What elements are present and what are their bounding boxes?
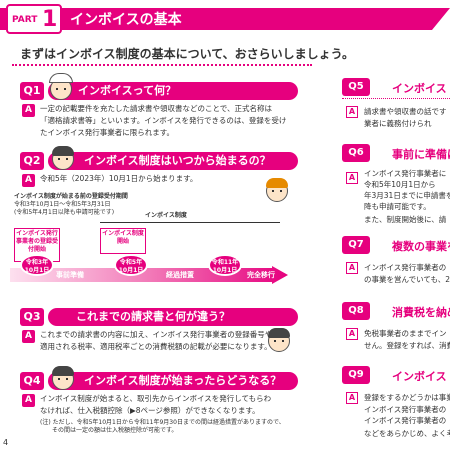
q8-title: 消費税を納め — [392, 306, 450, 319]
q8-line: せん。登録をすれば、消費 — [364, 341, 450, 350]
q5-rule — [342, 98, 450, 99]
q7-line: インボイス発行事業者の — [364, 263, 447, 272]
q1-answer-line: 一定の記載要件を充たした請求書や領収書などのことで、正式名称は — [40, 104, 272, 113]
q1-question: インボイスって何？ — [48, 82, 298, 100]
woman-avatar-icon — [52, 146, 74, 170]
q1-tag: Q1 — [20, 82, 44, 100]
q4-note-line: その間は一定の額は仕入税額控除が可能です。 — [40, 427, 178, 434]
q4-tag: Q4 — [20, 372, 44, 390]
q9-answer-tag: A — [346, 392, 358, 404]
date-r5: 令和5年10月1日 — [114, 254, 148, 276]
intro-text: まずはインボイス制度の基本について、おさらいしましょう。 — [20, 47, 354, 61]
q5-line: 請求書や領収書の話です — [364, 107, 447, 116]
q6-line: また、制度開始後に、請 — [364, 215, 447, 224]
q6-line: 年3月31日までに申請書を — [364, 191, 450, 200]
q7-answer-tag: A — [346, 262, 358, 274]
q5-line: 業者に義務付けられ — [364, 119, 432, 128]
woman-avatar-icon — [52, 366, 74, 390]
date-r3: 令和3年10月1日 — [20, 254, 54, 276]
date-r11: 令和11年10月1日 — [208, 254, 242, 276]
q1-answer-line: 「適格請求書等」といいます。インボイスを発行できるのは、登録を受け — [40, 116, 287, 125]
q2-answer: 令和5年（2023年）10月1日から始まります。 — [40, 173, 300, 185]
q5-tag: Q5 — [342, 78, 370, 96]
q1-answer: 一定の記載要件を充たした請求書や領収書などのことで、正式名称は 「適格請求書等」… — [40, 103, 300, 139]
system-label: インボイス制度 — [145, 212, 187, 219]
q4-question: インボイス制度が始まったらどうなる？ — [48, 372, 298, 390]
stage-prep: 事前準備 — [56, 271, 84, 279]
right-column: Q5 インボイス A 請求書や領収書の話です 業者に義務付けられ Q6 事前に準… — [342, 40, 450, 450]
q6-line: 令和5年10月1日から — [364, 180, 436, 189]
q4-note: (注) ただし、令和5年10月1日から令和11年9月30日までの間は経過措置があ… — [40, 419, 300, 435]
q2-question: インボイス制度はいつから始まるの？ — [48, 152, 298, 170]
q6-line: 降も申請可能です。 — [364, 202, 431, 211]
page-title: インボイスの基本 — [70, 12, 182, 28]
q4-answer: インボイス制度が始まると、取引先からインボイスを発行してもらわ なければ、仕入税… — [40, 393, 300, 417]
q3-question: これまでの請求書と何が違う？ — [48, 308, 298, 326]
q4-note-line: (注) ただし、令和5年10月1日から令和11年9月30日までの間は経過措置があ… — [40, 419, 285, 426]
q2-answer-tag: A — [22, 174, 35, 187]
q1-answer-tag: A — [22, 104, 35, 117]
part-number: 1 — [42, 7, 58, 32]
timeline-period-note: (令和5年4月1日以降も申請可能です) — [14, 209, 115, 216]
q9-line: インボイス発行事業者の — [364, 416, 447, 425]
system-span-line — [100, 222, 280, 223]
q3-answer-line: 適用される税率、適用税率ごとの消費税額の記載が必要になります。 — [40, 342, 272, 351]
q8-answer-tag: A — [346, 328, 358, 340]
q4-answer-line: インボイス制度が始まると、取引先からインボイスを発行してもらわ — [40, 394, 272, 403]
q6-line: インボイス発行事業者に — [364, 169, 447, 178]
header-bar — [0, 8, 450, 30]
q9-title: インボイス — [392, 370, 447, 383]
q3-answer-tag: A — [22, 330, 35, 343]
q7-line: の事業を営んでいても、2店 — [364, 275, 450, 284]
callout-start: インボイス制度開始 — [100, 228, 146, 254]
q1-answer-line: たインボイス発行事業者に限られます。 — [40, 128, 175, 137]
q3-answer-line: これまでの請求書の内容に加え、インボイス発行事業者の登録番号や — [40, 330, 273, 339]
q4-answer-tag: A — [22, 394, 35, 407]
man-avatar-icon — [268, 328, 290, 352]
q8-tag: Q8 — [342, 302, 370, 320]
q5-title: インボイス — [392, 82, 447, 95]
q3-answer: これまでの請求書の内容に加え、インボイス発行事業者の登録番号や 適用される税率、… — [40, 329, 300, 353]
chef-avatar-icon — [49, 73, 73, 100]
timeline-period: 令和3年10月1日～令和5年3月31日 — [14, 201, 111, 208]
man-pointer-avatar-icon — [266, 178, 288, 202]
q9-tag: Q9 — [342, 366, 370, 384]
q7-tag: Q7 — [342, 236, 370, 254]
q2-tag: Q2 — [20, 152, 44, 170]
q5-answer-tag: A — [346, 106, 358, 118]
q4-answer-line: なければ、仕入税額控除（▶8ページ参照）ができなくなります。 — [40, 406, 260, 415]
q9-line: などをあらかじめ、よく考え — [364, 429, 450, 438]
q6-title: 事前に準備は — [392, 148, 450, 161]
stage-complete: 完全移行 — [247, 271, 275, 279]
q8-line: 免税事業者のままでイン — [364, 329, 447, 338]
q3-tag: Q3 — [20, 308, 44, 326]
q9-line: 登録をするかどうかは事業 — [364, 393, 450, 402]
q6-answer-tag: A — [346, 172, 358, 184]
timeline-heading: インボイス制度が始まる前の登録受付期間 — [14, 193, 128, 200]
page-number: 4 — [3, 438, 9, 447]
q2-answer-line: 令和5年（2023年）10月1日から始まります。 — [40, 174, 198, 183]
stage-transition: 経過措置 — [166, 271, 194, 279]
part-badge: PART 1 — [6, 4, 62, 34]
page-header: PART 1 インボイスの基本 — [0, 0, 450, 34]
part-label: PART — [12, 15, 38, 25]
q7-title: 複数の事業を — [392, 240, 450, 253]
intro-divider — [12, 64, 312, 66]
q6-tag: Q6 — [342, 144, 370, 162]
q9-line: インボイス発行事業者の — [364, 405, 447, 414]
